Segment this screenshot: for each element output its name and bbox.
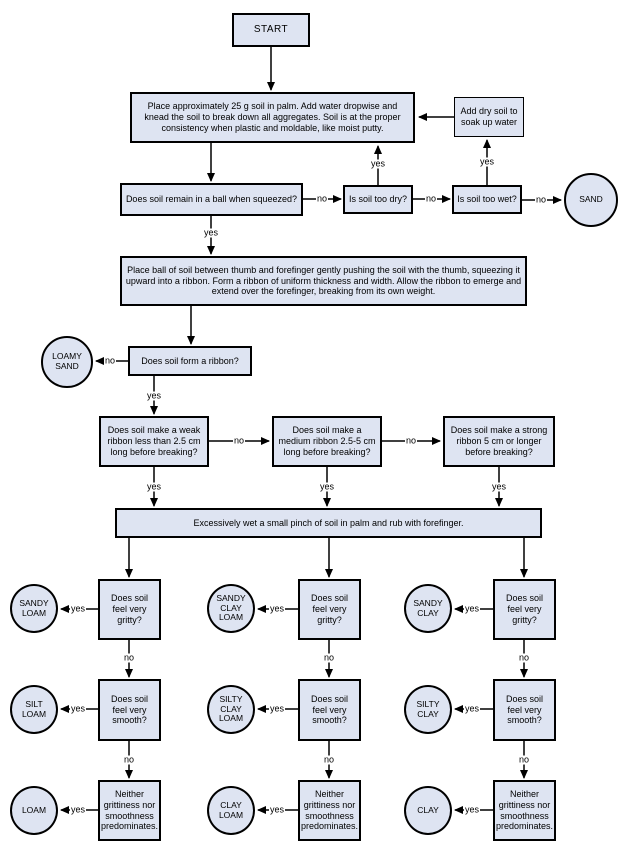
no-label: no	[404, 435, 418, 446]
loam-terminal: LOAM	[10, 786, 58, 835]
knead-instruction-box: Place approximately 25 g soil in palm. A…	[130, 92, 415, 143]
no-label: no	[103, 355, 117, 366]
no-label: no	[322, 754, 336, 765]
ribbon-instruction-box: Place ball of soil between thumb and for…	[120, 256, 527, 306]
no-label: no	[424, 193, 438, 204]
neither-question-box-col1: Neither grittiness nor smoothness predom…	[98, 780, 161, 841]
sandy-clay-terminal: SANDY CLAY	[404, 584, 452, 633]
ball-question-box: Does soil remain in a ball when squeezed…	[120, 183, 303, 216]
start-node: START	[232, 13, 310, 47]
yes-label: yes	[268, 804, 286, 815]
no-label: no	[517, 754, 531, 765]
yes-label: yes	[69, 703, 87, 714]
silty-clay-terminal: SILTY CLAY	[404, 685, 452, 734]
sand-terminal: SAND	[564, 173, 618, 227]
yes-label: yes	[268, 703, 286, 714]
silty-clay-loam-terminal: SILTY CLAY LOAM	[207, 685, 255, 734]
yes-label: yes	[463, 804, 481, 815]
gritty-question-box-col2: Does soil feel very gritty?	[298, 579, 361, 640]
loamy-sand-terminal: LOAMY SAND	[41, 336, 93, 388]
no-label: no	[517, 652, 531, 663]
yes-label: yes	[202, 227, 220, 238]
yes-label: yes	[318, 481, 336, 492]
no-label: no	[534, 194, 548, 205]
medium-ribbon-question-box: Does soil make a medium ribbon 2.5-5 cm …	[272, 416, 382, 467]
neither-question-box-col3: Neither grittiness nor smoothness predom…	[493, 780, 556, 841]
weak-ribbon-question-box: Does soil make a weak ribbon less than 2…	[99, 416, 209, 467]
neither-question-box-col2: Neither grittiness nor smoothness predom…	[298, 780, 361, 841]
no-label: no	[315, 193, 329, 204]
smooth-question-box-col2: Does soil feel very smooth?	[298, 679, 361, 741]
no-label: no	[122, 652, 136, 663]
yes-label: yes	[69, 603, 87, 614]
clay-loam-terminal: CLAY LOAM	[207, 786, 255, 835]
yes-label: yes	[490, 481, 508, 492]
gritty-question-box-col3: Does soil feel very gritty?	[493, 579, 556, 640]
no-label: no	[322, 652, 336, 663]
yes-label: yes	[369, 158, 387, 169]
smooth-question-box-col1: Does soil feel very smooth?	[98, 679, 161, 741]
no-label: no	[232, 435, 246, 446]
too-dry-question-box: Is soil too dry?	[343, 185, 413, 214]
yes-label: yes	[463, 603, 481, 614]
form-ribbon-question-box: Does soil form a ribbon?	[128, 346, 252, 376]
yes-label: yes	[69, 804, 87, 815]
gritty-question-box-col1: Does soil feel very gritty?	[98, 579, 161, 640]
silt-loam-terminal: SILT LOAM	[10, 685, 58, 734]
sandy-clay-loam-terminal: SANDY CLAY LOAM	[207, 584, 255, 633]
yes-label: yes	[268, 603, 286, 614]
smooth-question-box-col3: Does soil feel very smooth?	[493, 679, 556, 741]
yes-label: yes	[145, 390, 163, 401]
strong-ribbon-question-box: Does soil make a strong ribbon 5 cm or l…	[443, 416, 555, 467]
sandy-loam-terminal: SANDY LOAM	[10, 584, 58, 633]
add-dry-soil-box: Add dry soil to soak up water	[454, 97, 524, 137]
yes-label: yes	[478, 156, 496, 167]
yes-label: yes	[145, 481, 163, 492]
no-label: no	[122, 754, 136, 765]
wet-pinch-instruction-box: Excessively wet a small pinch of soil in…	[115, 508, 542, 538]
clay-terminal: CLAY	[404, 786, 452, 835]
yes-label: yes	[463, 703, 481, 714]
too-wet-question-box: Is soil too wet?	[452, 185, 522, 214]
